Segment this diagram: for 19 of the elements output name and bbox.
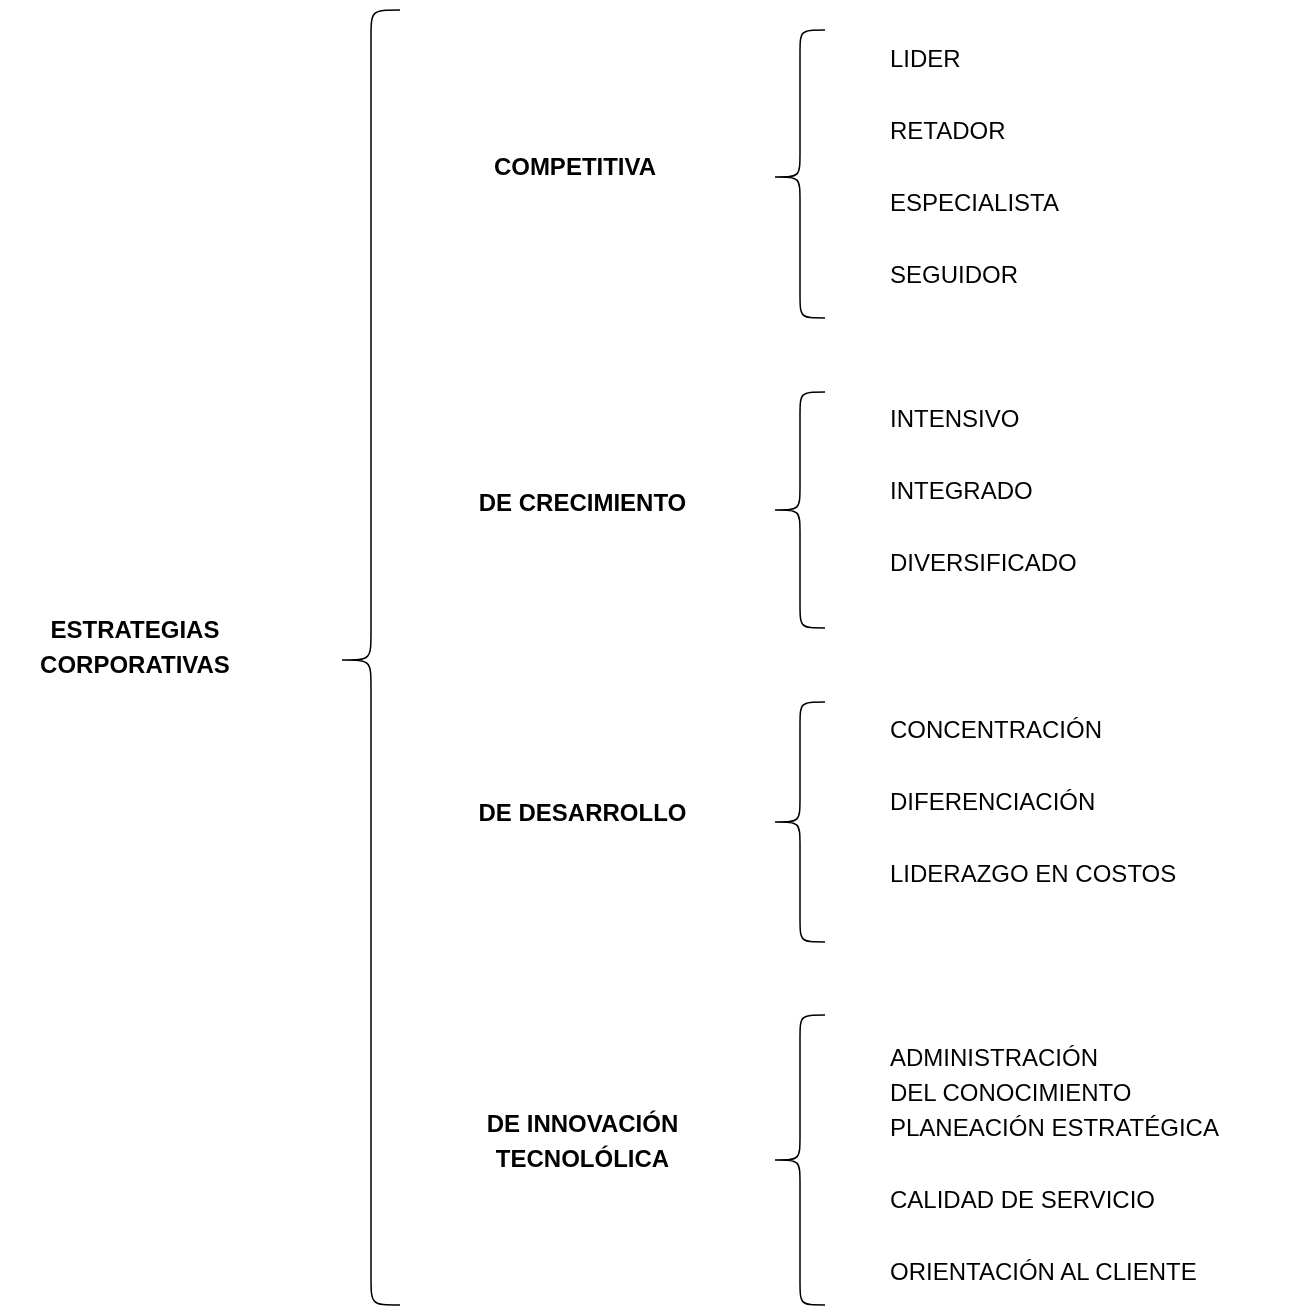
category-label: DE INNOVACIÓN TECNOLÓLICA	[485, 1109, 680, 1174]
item-label: ADMINISTRACIÓN DEL CONOCIMIENTO	[890, 1043, 1133, 1108]
item-label: DIFERENCIACIÓN	[890, 787, 1097, 817]
item-label: DIVERSIFICADO	[890, 548, 1078, 578]
item-label: PLANEACIÓN ESTRATÉGICA	[890, 1113, 1220, 1143]
item-label: SEGUIDOR	[890, 260, 1019, 290]
item-label: LIDERAZGO EN COSTOS	[890, 859, 1178, 889]
item-label: CONCENTRACIÓN	[890, 715, 1103, 745]
item-label: ORIENTACIÓN AL CLIENTE	[890, 1257, 1198, 1287]
root-label: ESTRATEGIAS CORPORATIVAS	[39, 615, 231, 680]
category-label: DE DESARROLLO	[477, 798, 688, 828]
item-label: ESPECIALISTA	[890, 188, 1060, 218]
item-label: CALIDAD DE SERVICIO	[890, 1185, 1156, 1215]
category-label: COMPETITIVA	[492, 152, 658, 182]
category-label: DE CRECIMIENTO	[477, 488, 688, 518]
item-label: INTEGRADO	[890, 476, 1034, 506]
item-label: INTENSIVO	[890, 404, 1021, 434]
item-label: LIDER	[890, 44, 962, 74]
item-label: RETADOR	[890, 116, 1007, 146]
